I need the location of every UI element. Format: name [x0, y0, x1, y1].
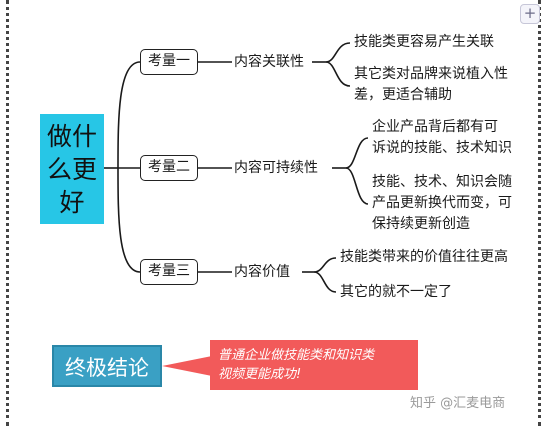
right-dotted-border — [538, 0, 541, 426]
callout-line: 视频更能成功! — [218, 367, 302, 382]
plus-icon[interactable]: + — [520, 4, 540, 24]
conclusion-box: 终极结论 — [52, 345, 162, 387]
root-line: 么更 — [46, 154, 97, 184]
left-dotted-border — [6, 0, 9, 426]
callout-line: 普通企业做技能类和知识类 — [218, 348, 375, 363]
leaf-line: 技能、技术、知识会随 — [372, 174, 512, 190]
leaf-line: 企业产品背后都有可 — [372, 119, 498, 135]
consider-3: 考量三 — [140, 259, 198, 285]
dimension-1: 内容关联性 — [234, 54, 304, 70]
leaf-1-1: 技能类更容易产生关联 — [354, 32, 494, 53]
root-node: 做什 么更 好 — [40, 114, 104, 224]
leaf-line: 差，更适合辅助 — [354, 87, 452, 103]
dimension-2: 内容可持续性 — [234, 160, 318, 176]
leaf-line: 其它的就不一定了 — [340, 284, 452, 300]
root-line: 做什 — [46, 121, 97, 151]
leaf-3-2: 其它的就不一定了 — [340, 282, 452, 303]
leaf-2-1: 企业产品背后都有可 诉说的技能、技术知识 — [372, 117, 512, 159]
dimension-3: 内容价值 — [234, 264, 290, 280]
root-line: 好 — [59, 187, 85, 217]
leaf-3-1: 技能类带来的价值往往更高 — [340, 247, 508, 268]
leaf-line: 其它类对品牌来说植入性 — [354, 66, 508, 82]
leaf-2-2: 技能、技术、知识会随 产品更新换代而变，可 保持续更新创造 — [372, 172, 512, 235]
consider-2: 考量二 — [140, 155, 198, 181]
watermark: 知乎 @汇麦电商 — [410, 396, 506, 411]
leaf-line: 技能类更容易产生关联 — [354, 34, 494, 50]
leaf-line: 产品更新换代而变，可 — [372, 195, 512, 211]
leaf-line: 技能类带来的价值往往更高 — [340, 249, 508, 265]
consider-1: 考量一 — [140, 49, 198, 75]
leaf-line: 诉说的技能、技术知识 — [372, 140, 512, 156]
leaf-1-2: 其它类对品牌来说植入性 差，更适合辅助 — [354, 64, 508, 106]
conclusion-callout: 普通企业做技能类和知识类 视频更能成功! — [210, 340, 418, 390]
leaf-line: 保持续更新创造 — [372, 216, 470, 232]
